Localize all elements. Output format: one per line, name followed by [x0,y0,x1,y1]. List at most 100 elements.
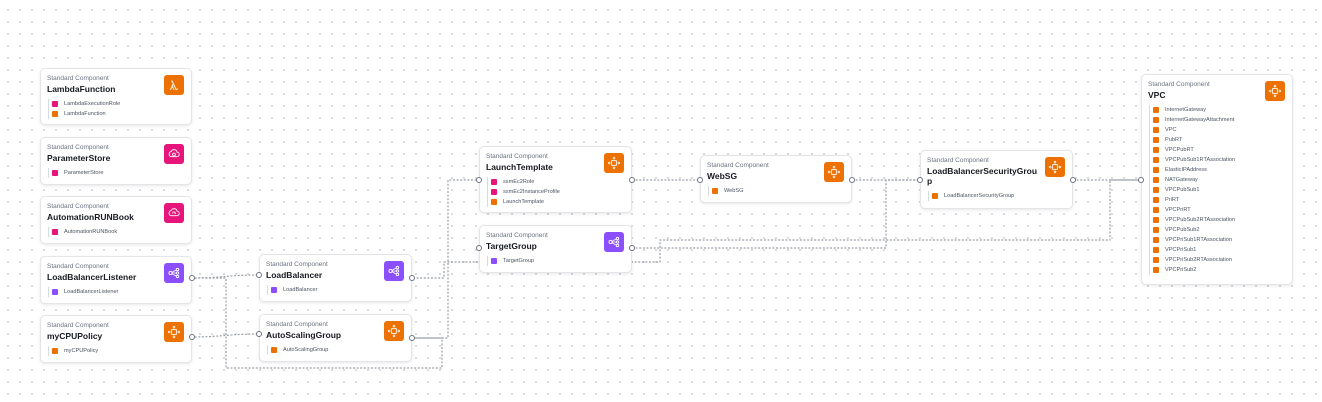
auto-scaling-icon [384,321,404,341]
resource-icon [52,101,58,107]
resource-item[interactable]: AutoScalingGroup [271,345,328,355]
resource-item[interactable]: InternetGatewayAttachment [1153,115,1235,125]
automation-icon [164,203,184,223]
resource-item[interactable]: VPCPubSub2 [1153,225,1235,235]
resource-icon [1153,147,1159,153]
resource-item[interactable]: LambdaFunction [52,109,120,119]
resource-item[interactable]: WebSG [712,186,743,196]
resource-icon [491,179,497,185]
link-lb-tg [413,179,1141,279]
resource-item[interactable]: VPCPriRT [1153,205,1235,215]
resource-item[interactable]: ElasticIPAddress [1153,165,1235,175]
resource-icon [1153,107,1159,113]
resource-label: AutoScalingGroup [283,347,329,353]
resource-label: VPCPriRT [1165,207,1191,213]
component-subtitle: Standard Component [47,203,109,210]
output-port[interactable] [629,177,635,183]
resource-item[interactable]: InternetGateway [1153,105,1235,115]
output-port[interactable] [409,335,415,341]
output-port[interactable] [189,334,195,340]
resource-item[interactable]: ParameterStore [52,168,103,178]
component-title: TargetGroup [486,241,537,251]
resource-item[interactable]: NATGateway [1153,175,1235,185]
resource-icon [1153,177,1159,183]
resource-item[interactable]: VPCPriSub1RTAssociation [1153,235,1235,245]
resource-label: ElasticIPAddress [1165,167,1207,173]
resource-item[interactable]: VPCPubSub1RTAssociation [1153,155,1235,165]
input-port[interactable] [256,272,262,278]
output-port[interactable] [1070,177,1076,183]
resource-label: TargetGroup [503,258,535,264]
resource-label: InternetGatewayAttachment [1165,117,1235,123]
resource-icon [1153,187,1159,193]
resource-icon [52,170,58,176]
resource-label: InternetGateway [1165,107,1207,113]
resource-label: PubRT [1165,137,1183,143]
resource-item[interactable]: VPCPriSub2RTAssociation [1153,255,1235,265]
resource-icon [52,348,58,354]
resource-icon [1153,257,1159,263]
output-port[interactable] [189,275,195,281]
component-title: LaunchTemplate [486,162,553,172]
resource-item[interactable]: VPCPriSub1 [1153,245,1235,255]
resource-item[interactable]: VPCPubSub1 [1153,185,1235,195]
input-port[interactable] [1138,177,1144,183]
component-subtitle: Standard Component [486,153,548,160]
resource-item[interactable]: ssmEc2InstanceProfile [491,187,560,197]
resource-label: VPCPriSub2 [1165,267,1197,273]
auto-scaling-icon [604,153,624,173]
resource-item[interactable]: AutomationRUNBook [52,227,117,237]
resource-label: LambdaExecutionRole [64,101,121,107]
auto-scaling-icon [1265,81,1285,101]
resource-icon [1153,157,1159,163]
resource-label: ssmEc2Role [503,179,535,185]
link-tg-lbsg [632,179,920,249]
component-subtitle: Standard Component [47,322,109,329]
resource-item[interactable]: LoadBalancerListener [52,287,118,297]
resource-item[interactable]: LoadBalancerSecurityGroup [932,191,1014,201]
resource-label: LoadBalancerSecurityGroup [944,193,1015,199]
component-title: AutoScalingGroup [266,330,342,340]
resource-item[interactable]: TargetGroup [491,256,534,266]
input-port[interactable] [256,331,262,337]
resource-item[interactable]: VPCPubRT [1153,145,1235,155]
resource-icon [491,189,497,195]
input-port[interactable] [476,177,482,183]
resource-item[interactable]: LaunchTemplate [491,197,560,207]
resource-item[interactable]: PriRT [1153,195,1235,205]
resource-label: VPCPubSub1 [1165,187,1200,193]
component-card-cpupolicy[interactable]: Standard Component myCPUPolicy myCPUPolicy [40,315,192,363]
resource-item[interactable]: VPCPubSub2RTAssociation [1153,215,1235,225]
resource-item[interactable]: LoadBalancer [271,285,318,295]
output-port[interactable] [849,177,855,183]
input-port[interactable] [917,177,923,183]
component-subtitle: Standard Component [486,232,548,239]
resource-label: VPCPubSub2 [1165,227,1200,233]
resource-item[interactable]: VPC [1153,125,1235,135]
component-title: myCPUPolicy [47,331,103,341]
resource-item[interactable]: PubRT [1153,135,1235,145]
output-port[interactable] [629,245,635,251]
input-port[interactable] [697,177,703,183]
resource-icon [271,287,277,293]
resource-item[interactable]: ssmEc2Role [491,177,560,187]
resource-item[interactable]: VPCPriSub2 [1153,265,1235,275]
resource-item[interactable]: myCPUPolicy [52,346,98,356]
output-port[interactable] [409,275,415,281]
component-subtitle: Standard Component [1148,81,1210,88]
component-title: LambdaFunction [47,84,116,94]
resource-item[interactable]: LambdaExecutionRole [52,99,120,109]
input-port[interactable] [476,245,482,251]
